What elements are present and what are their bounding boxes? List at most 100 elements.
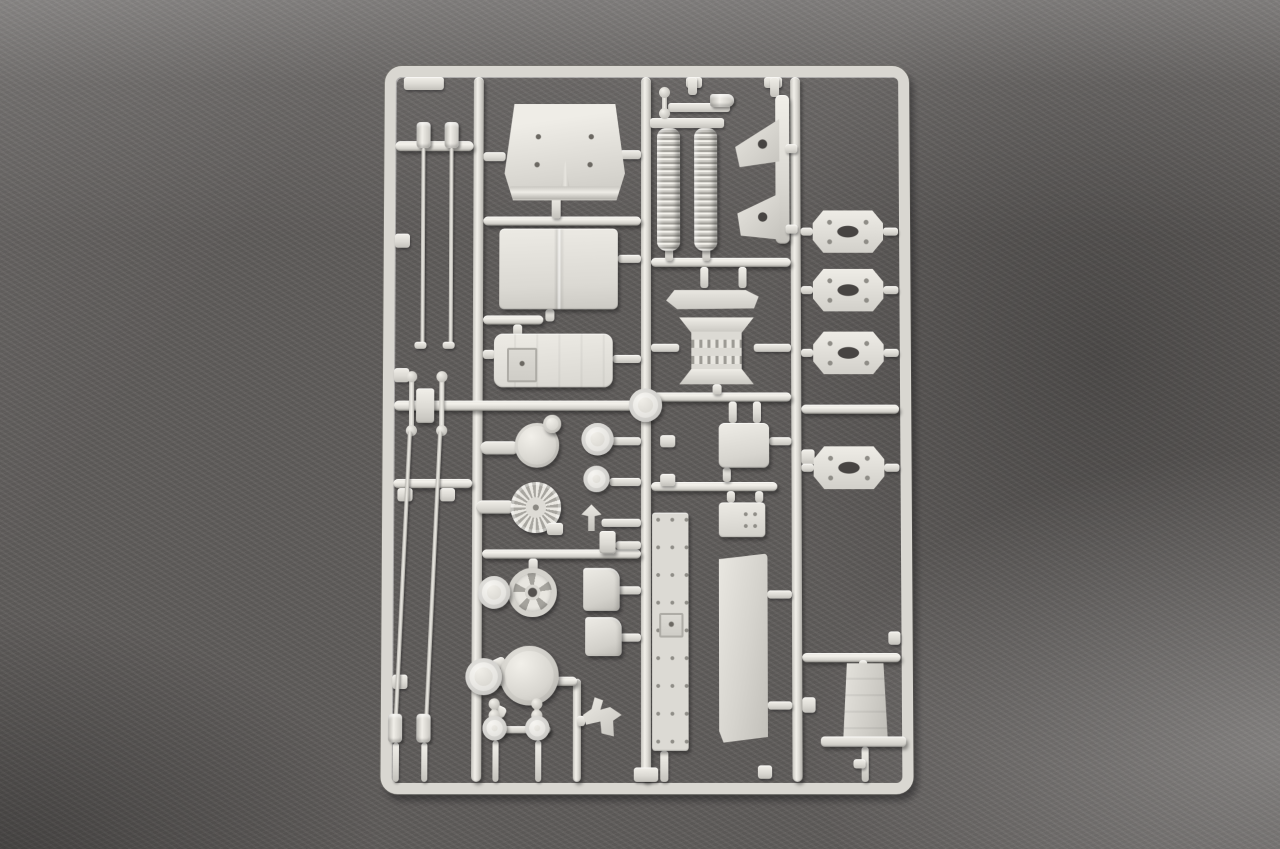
angle-bracket-gusset-bottom bbox=[737, 189, 779, 239]
stub-panel2-r1 bbox=[767, 590, 792, 599]
stub-panel1-bottom bbox=[660, 750, 669, 782]
stub-stowbox-1 bbox=[726, 491, 735, 503]
junction-disc bbox=[628, 388, 663, 422]
angle-bracket-gusset-top bbox=[735, 119, 779, 167]
spool-flange-bottom bbox=[679, 369, 754, 384]
stub-seat1 bbox=[617, 586, 641, 595]
gate-tab-v3-1 bbox=[801, 449, 815, 465]
stub-plate2-l bbox=[800, 286, 813, 295]
stub-disc1 bbox=[611, 437, 641, 446]
stub-eqbox-bottom bbox=[722, 467, 731, 483]
axle-hub-2 bbox=[525, 715, 550, 741]
crew-seat-2 bbox=[585, 617, 622, 657]
stub-disc2 bbox=[609, 477, 641, 487]
runner-horizontal-c bbox=[482, 315, 544, 325]
stub-eqbox-top-1 bbox=[728, 401, 737, 423]
angle-bracket-nub-1 bbox=[785, 144, 798, 154]
stub-eqbox-top-2 bbox=[752, 401, 762, 423]
spool-core bbox=[691, 331, 742, 371]
tie-rod-1 bbox=[408, 374, 415, 434]
small-drum bbox=[465, 658, 502, 696]
gate-tab-left-1 bbox=[394, 233, 410, 248]
side-panel-long bbox=[652, 512, 689, 751]
lever-disc-boss bbox=[543, 414, 562, 434]
stub-plate4-l bbox=[801, 463, 814, 472]
stub-hood-right bbox=[612, 354, 641, 364]
stub-hub-2 bbox=[535, 740, 542, 782]
stub-panel2-r2 bbox=[767, 701, 793, 710]
stub-pinset-top bbox=[688, 76, 698, 96]
rod-cap-4 bbox=[416, 713, 431, 743]
stub-rear-right bbox=[617, 254, 641, 263]
stub-funnel bbox=[601, 518, 641, 527]
stub-hull-2 bbox=[738, 266, 747, 289]
lever-disc-arm bbox=[480, 441, 519, 455]
runner-horizontal-b bbox=[483, 216, 641, 226]
axle-hub-1 bbox=[482, 715, 507, 741]
side-panel-hatch-detail bbox=[659, 612, 684, 638]
cab-rear-panel bbox=[499, 228, 618, 310]
rod-cap-2 bbox=[444, 122, 459, 149]
tie-rod-2 bbox=[439, 374, 445, 434]
rod-clamp-pad bbox=[415, 388, 435, 423]
stub-rear-bottom bbox=[545, 309, 555, 322]
small-disc-2 bbox=[583, 465, 610, 493]
gate-foot-bottom-2 bbox=[757, 765, 773, 779]
gate-tab-top-left bbox=[403, 76, 444, 91]
side-mounting-tab bbox=[599, 531, 616, 554]
stub-spool-right bbox=[753, 343, 792, 352]
equipment-box bbox=[718, 422, 770, 468]
stub-roof-left bbox=[483, 152, 506, 162]
spring-hanger-plate-3 bbox=[813, 332, 884, 375]
stub-cap-1 bbox=[392, 742, 399, 782]
side-wheel-disc bbox=[477, 576, 511, 609]
angle-bracket bbox=[735, 95, 791, 244]
stub-plate3-l bbox=[801, 348, 814, 357]
runner-horizontal-i bbox=[651, 392, 792, 402]
drum-pot bbox=[499, 645, 559, 706]
stub-eqbox-right bbox=[769, 437, 792, 446]
seat-back-foot-bar bbox=[820, 736, 907, 747]
stub-plate4-r bbox=[884, 463, 900, 472]
stub-hull-1 bbox=[700, 266, 709, 289]
roof-flange-detail bbox=[509, 186, 621, 199]
hood-panel bbox=[493, 333, 613, 388]
gate-tab-right-rail bbox=[888, 631, 901, 645]
rod-cap-1 bbox=[416, 122, 431, 149]
gate-foot-bottom-1 bbox=[633, 767, 659, 782]
rod-cap-3 bbox=[387, 713, 403, 743]
runner-horizontal-a bbox=[395, 141, 474, 152]
ribbed-drum-arm bbox=[476, 500, 515, 514]
spoked-wheel bbox=[508, 567, 557, 618]
stub-sidetab bbox=[615, 541, 641, 550]
runner-horizontal-k bbox=[801, 404, 900, 414]
stub-plate1-r bbox=[882, 227, 899, 236]
stowage-box bbox=[718, 502, 766, 538]
angle-bracket-nub-2 bbox=[785, 224, 798, 234]
spring-hanger-plate-2 bbox=[813, 269, 884, 311]
spring-hanger-plate-4 bbox=[814, 446, 885, 489]
pin-set-pin bbox=[662, 90, 668, 117]
spring-hanger-plate-1 bbox=[813, 210, 883, 252]
small-disc-1 bbox=[581, 422, 614, 456]
runner-horizontal-f bbox=[482, 549, 641, 559]
stub-plate3-r bbox=[883, 348, 899, 357]
hood-hatch-detail bbox=[506, 347, 538, 383]
gate-tab-v2-2 bbox=[660, 473, 676, 487]
rod-foot-2 bbox=[442, 341, 455, 349]
cab-roof-panel bbox=[505, 104, 625, 200]
gate-tab-v2-1 bbox=[660, 435, 676, 448]
stub-bracket-top bbox=[770, 76, 780, 98]
seat-back bbox=[843, 663, 888, 741]
coil-spring-2 bbox=[694, 128, 718, 251]
rod-foot-1 bbox=[414, 341, 427, 349]
stub-roof-right bbox=[619, 150, 641, 160]
ribbed-drum-nub bbox=[546, 522, 564, 536]
hull-step-bracket bbox=[666, 286, 759, 312]
sprue bbox=[361, 56, 931, 801]
coil-spring-1 bbox=[657, 128, 681, 251]
stub-seat2 bbox=[619, 633, 641, 642]
stub-hub-1 bbox=[492, 740, 499, 782]
stub-stowbox-2 bbox=[755, 491, 764, 503]
